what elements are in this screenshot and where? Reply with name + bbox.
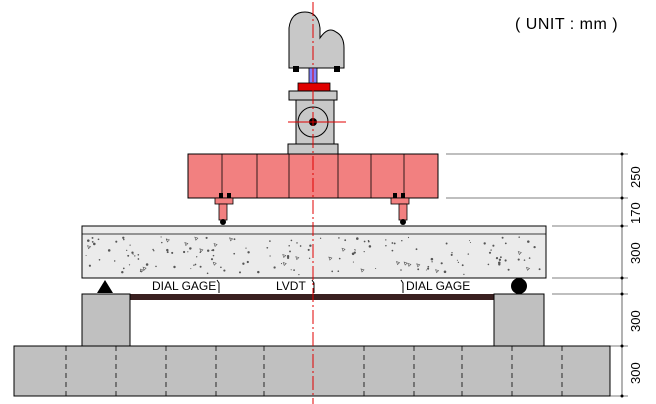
dim-300-support: 300 <box>628 310 643 332</box>
dial-gage-right-label: DIAL GAGE <box>406 279 470 293</box>
dial-gage-left-label: DIAL GAGE <box>152 279 216 293</box>
dim-250: 250 <box>628 166 643 188</box>
concrete-slab <box>81 225 547 279</box>
dim-300-slab: 300 <box>628 242 643 264</box>
reference-bar <box>128 294 494 300</box>
left-support-block <box>81 293 131 347</box>
dimension-lines <box>446 153 628 397</box>
roller-support-icon <box>511 278 527 294</box>
loading-points <box>214 197 410 225</box>
actuator-head <box>288 11 345 69</box>
base-foundation <box>13 345 611 397</box>
dim-170: 170 <box>628 202 643 224</box>
pin-support-icon <box>97 280 113 293</box>
actuator <box>287 11 346 155</box>
dim-300-base: 300 <box>628 362 643 384</box>
lvdt-label: LVDT <box>276 279 306 293</box>
gauge-pointers <box>216 279 404 293</box>
right-support-block <box>493 293 545 347</box>
unit-label: ( UNIT : mm ) <box>515 16 619 33</box>
load-cell-plate <box>297 82 331 92</box>
